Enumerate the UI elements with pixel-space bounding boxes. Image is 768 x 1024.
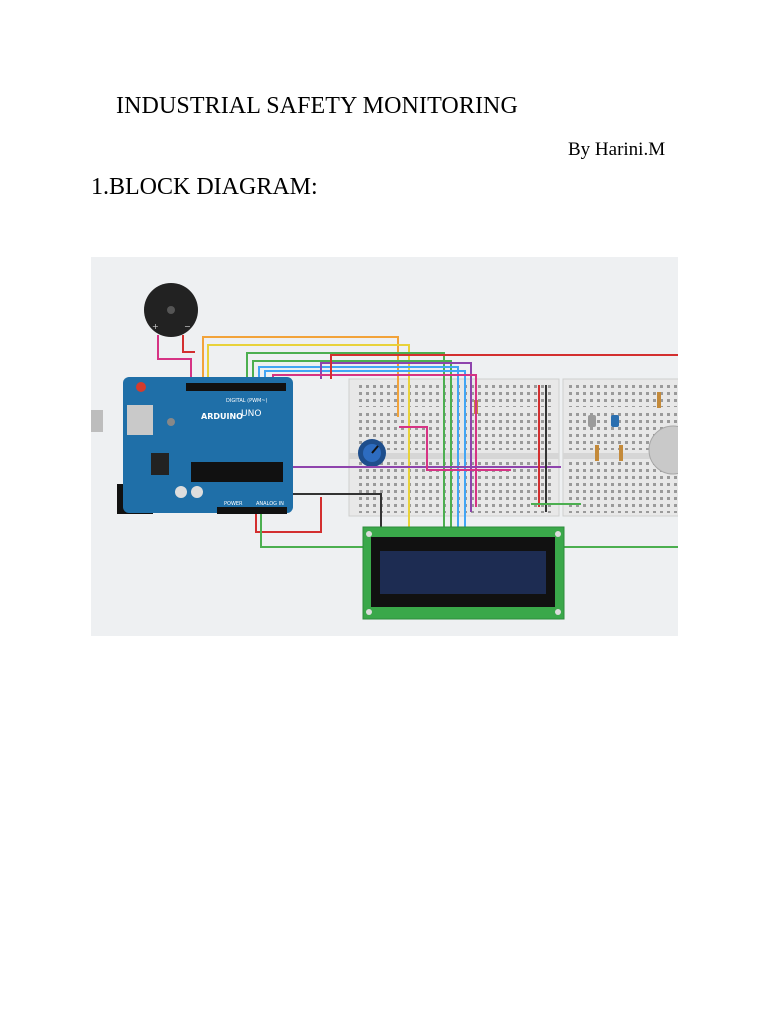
author-line: By Harini.M	[568, 139, 666, 160]
document-title: INDUSTRIAL SAFETY MONITORING	[116, 93, 518, 119]
sensors	[588, 415, 678, 475]
board-model-label: UNO	[241, 409, 261, 419]
board-analog-label: ANALOG IN	[256, 501, 284, 507]
buzzer: + −	[144, 283, 198, 337]
board-digital-label: DIGITAL (PWM~)	[226, 398, 268, 404]
potentiometer	[358, 439, 386, 467]
lcd-display	[362, 526, 565, 620]
svg-text:+: +	[152, 322, 159, 331]
board-brand-label: ARDUINO	[201, 412, 243, 421]
arduino-uno-board: ARDUINO UNO DIGITAL (PWM~) POWER ANALOG …	[91, 377, 293, 514]
svg-text:−: −	[184, 322, 191, 331]
section-heading: 1.BLOCK DIAGRAM:	[91, 174, 318, 200]
circuit-diagram-image: + −	[91, 257, 678, 636]
board-power-label: POWER	[224, 501, 243, 507]
wires	[157, 335, 678, 548]
